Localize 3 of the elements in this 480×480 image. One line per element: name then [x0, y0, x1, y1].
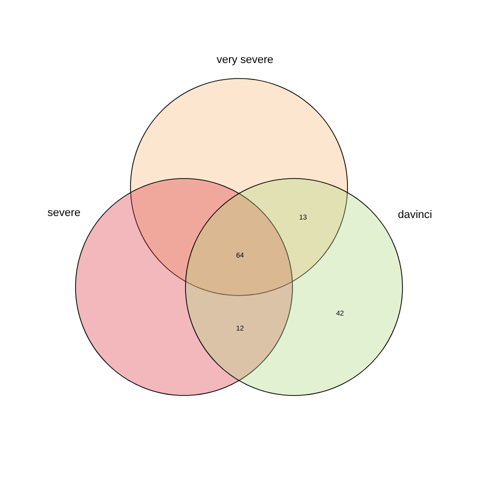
set-label: very severe [216, 54, 274, 66]
set-label: davinci [398, 209, 432, 221]
set-label: severe [47, 207, 81, 219]
